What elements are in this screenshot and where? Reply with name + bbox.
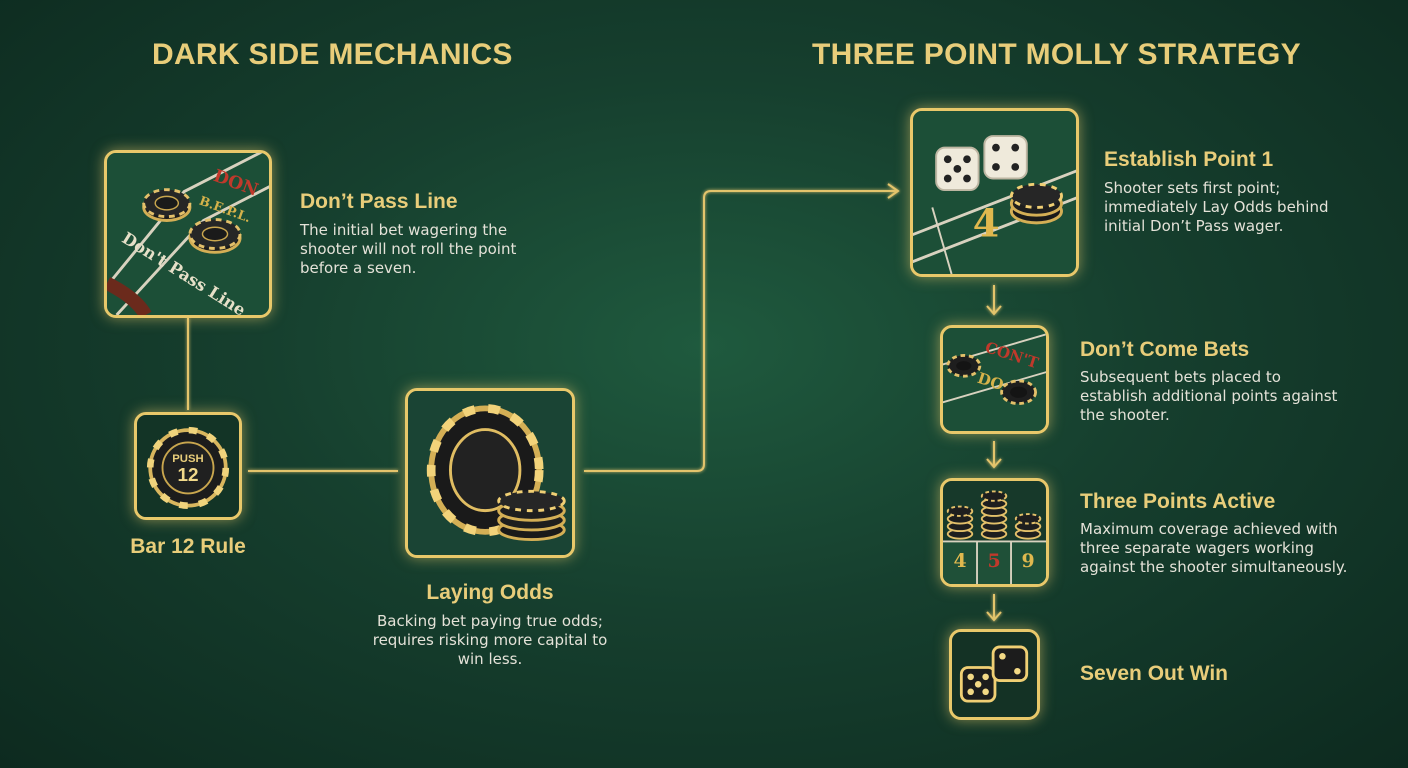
- bar-12-title: Bar 12 Rule: [130, 535, 246, 558]
- arrowhead-establish: [887, 183, 900, 199]
- die-icon: [935, 146, 980, 192]
- laying-odds-image: [405, 388, 575, 558]
- chip-text-push: PUSH: [172, 453, 203, 465]
- dont-come-image: CON'T DO: [940, 325, 1049, 434]
- seven-out-title: Seven Out Win: [1080, 662, 1228, 685]
- three-points-desc: Maximum coverage achieved with three sep…: [1080, 520, 1348, 576]
- die-icon: [991, 645, 1029, 682]
- connector-establish-dontcome: [986, 285, 1002, 316]
- heading-dark-side-mechanics: DARK SIDE MECHANICS: [152, 38, 513, 71]
- chip-icon: [1000, 379, 1038, 406]
- dont-come-title: Don’t Come Bets: [1080, 338, 1250, 361]
- die-icon: [959, 666, 997, 703]
- laying-odds-desc: Backing bet paying true odds; requires r…: [372, 612, 608, 668]
- tile-text-point-4: 4: [953, 550, 966, 572]
- connector-layingodds-establish: [584, 190, 896, 472]
- dont-pass-line-title: Don’t Pass Line: [300, 190, 458, 213]
- chip-stack-icon: [980, 490, 1008, 540]
- establish-point-desc: Shooter sets first point; immediately La…: [1104, 179, 1329, 235]
- establish-point-title: Establish Point 1: [1104, 148, 1274, 171]
- seven-out-image: [949, 629, 1040, 720]
- dont-come-desc: Subsequent bets placed to establish addi…: [1080, 368, 1338, 424]
- connector-threepoints-sevenout: [986, 594, 1002, 622]
- tile-text-point-4: 4: [973, 201, 1000, 246]
- laying-odds-title: Laying Odds: [426, 581, 554, 604]
- connector-dontcome-threepoints: [986, 441, 1002, 469]
- die-icon: [983, 135, 1028, 180]
- chip-text-12: 12: [178, 465, 199, 486]
- heading-three-point-molly: THREE POINT MOLLY STRATEGY: [812, 38, 1301, 71]
- three-points-title: Three Points Active: [1080, 490, 1276, 513]
- push-chip-icon: PUSH 12: [146, 426, 230, 509]
- chip-icon: [142, 188, 192, 222]
- dont-pass-line-desc: The initial bet wagering the shooter wil…: [300, 221, 517, 277]
- tile-text-point-9: 9: [1021, 550, 1034, 572]
- bar-12-image: PUSH 12: [134, 412, 242, 520]
- chip-icon: [946, 353, 982, 378]
- chip-stack-icon: [1009, 182, 1063, 225]
- chip-stack-icon: [497, 489, 566, 542]
- dont-pass-line-image: Don't Pass Line DON B.E.P.L.: [104, 150, 272, 318]
- chip-icon: [188, 218, 242, 254]
- tile-text-point-5: 5: [987, 550, 1000, 572]
- establish-point-image: 4: [910, 108, 1079, 277]
- three-points-image: 4 5 9: [940, 478, 1049, 587]
- chip-stack-icon: [1014, 513, 1042, 540]
- chip-stack-icon: [946, 505, 974, 540]
